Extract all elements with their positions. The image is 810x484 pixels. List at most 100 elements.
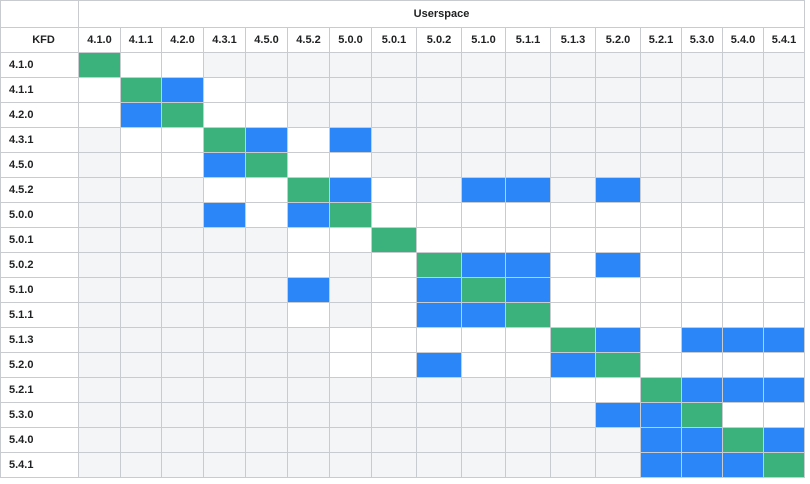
matrix-cell: [640, 77, 682, 103]
matrix-cell: [763, 277, 805, 303]
matrix-cell: [203, 177, 246, 203]
matrix-cell: [203, 427, 246, 453]
matrix-cell: [120, 102, 162, 128]
matrix-cell: [120, 402, 162, 428]
matrix-cell: [78, 102, 121, 128]
matrix-cell: [722, 52, 764, 78]
matrix-cell: [245, 177, 288, 203]
matrix-cell: [681, 102, 723, 128]
kfd-axis-label: KFD: [0, 27, 79, 53]
matrix-cell: [505, 202, 551, 228]
matrix-cell: [371, 52, 417, 78]
matrix-cell: [640, 452, 682, 478]
matrix-cell: [550, 102, 596, 128]
matrix-cell: [461, 177, 506, 203]
matrix-cell: [550, 177, 596, 203]
matrix-cell: [287, 227, 330, 253]
matrix-cell: [550, 52, 596, 78]
matrix-cell: [329, 302, 372, 328]
matrix-cell: [722, 302, 764, 328]
matrix-cell: [722, 202, 764, 228]
matrix-cell: [120, 127, 162, 153]
matrix-cell: [722, 277, 764, 303]
matrix-cell: [505, 152, 551, 178]
matrix-cell: [161, 227, 204, 253]
matrix-cell: [78, 202, 121, 228]
matrix-cell: [329, 177, 372, 203]
table-row: 5.4.1: [0, 452, 805, 478]
matrix-cell: [287, 402, 330, 428]
matrix-cell: [120, 77, 162, 103]
matrix-cell: [120, 277, 162, 303]
matrix-cell: [203, 352, 246, 378]
column-header: 5.1.3: [550, 27, 596, 53]
matrix-cell: [681, 377, 723, 403]
matrix-cell: [120, 327, 162, 353]
matrix-cell: [505, 377, 551, 403]
matrix-cell: [595, 77, 641, 103]
matrix-cell: [461, 152, 506, 178]
matrix-cell: [416, 227, 462, 253]
matrix-cell: [371, 427, 417, 453]
matrix-cell: [371, 377, 417, 403]
matrix-cell: [161, 352, 204, 378]
matrix-cell: [78, 227, 121, 253]
matrix-cell: [287, 352, 330, 378]
column-header: 5.1.0: [461, 27, 506, 53]
matrix-cell: [461, 52, 506, 78]
matrix-cell: [416, 102, 462, 128]
matrix-cell: [595, 277, 641, 303]
matrix-cell: [505, 402, 551, 428]
column-header: 4.1.1: [120, 27, 162, 53]
matrix-cell: [245, 227, 288, 253]
matrix-cell: [203, 452, 246, 478]
matrix-cell: [329, 377, 372, 403]
matrix-cell: [722, 102, 764, 128]
matrix-cell: [722, 127, 764, 153]
column-header: 5.4.0: [722, 27, 764, 53]
matrix-cell: [287, 102, 330, 128]
matrix-cell: [640, 352, 682, 378]
matrix-cell: [161, 177, 204, 203]
matrix-cell: [461, 327, 506, 353]
matrix-cell: [640, 102, 682, 128]
matrix-cell: [763, 177, 805, 203]
matrix-cell: [461, 102, 506, 128]
matrix-cell: [161, 277, 204, 303]
matrix-cell: [371, 402, 417, 428]
matrix-cell: [722, 177, 764, 203]
column-header: 5.0.0: [329, 27, 372, 53]
matrix-cell: [763, 102, 805, 128]
matrix-cell: [416, 77, 462, 103]
matrix-cell: [78, 52, 121, 78]
matrix-cell: [595, 327, 641, 353]
matrix-cell: [461, 427, 506, 453]
matrix-cell: [120, 427, 162, 453]
matrix-cell: [722, 427, 764, 453]
matrix-cell: [681, 402, 723, 428]
matrix-cell: [161, 102, 204, 128]
matrix-cell: [505, 227, 551, 253]
matrix-cell: [371, 452, 417, 478]
matrix-cell: [461, 202, 506, 228]
matrix-cell: [161, 202, 204, 228]
matrix-cell: [722, 152, 764, 178]
matrix-cell: [371, 102, 417, 128]
matrix-cell: [245, 202, 288, 228]
matrix-cell: [371, 152, 417, 178]
matrix-cell: [161, 302, 204, 328]
matrix-cell: [640, 252, 682, 278]
matrix-cell: [78, 177, 121, 203]
matrix-cell: [287, 152, 330, 178]
matrix-cell: [505, 252, 551, 278]
matrix-cell: [416, 277, 462, 303]
matrix-cell: [203, 127, 246, 153]
matrix-cell: [505, 177, 551, 203]
matrix-cell: [416, 127, 462, 153]
matrix-cell: [371, 227, 417, 253]
matrix-cell: [416, 302, 462, 328]
table-row: 5.2.1: [0, 377, 805, 403]
matrix-cell: [763, 127, 805, 153]
matrix-cell: [161, 127, 204, 153]
